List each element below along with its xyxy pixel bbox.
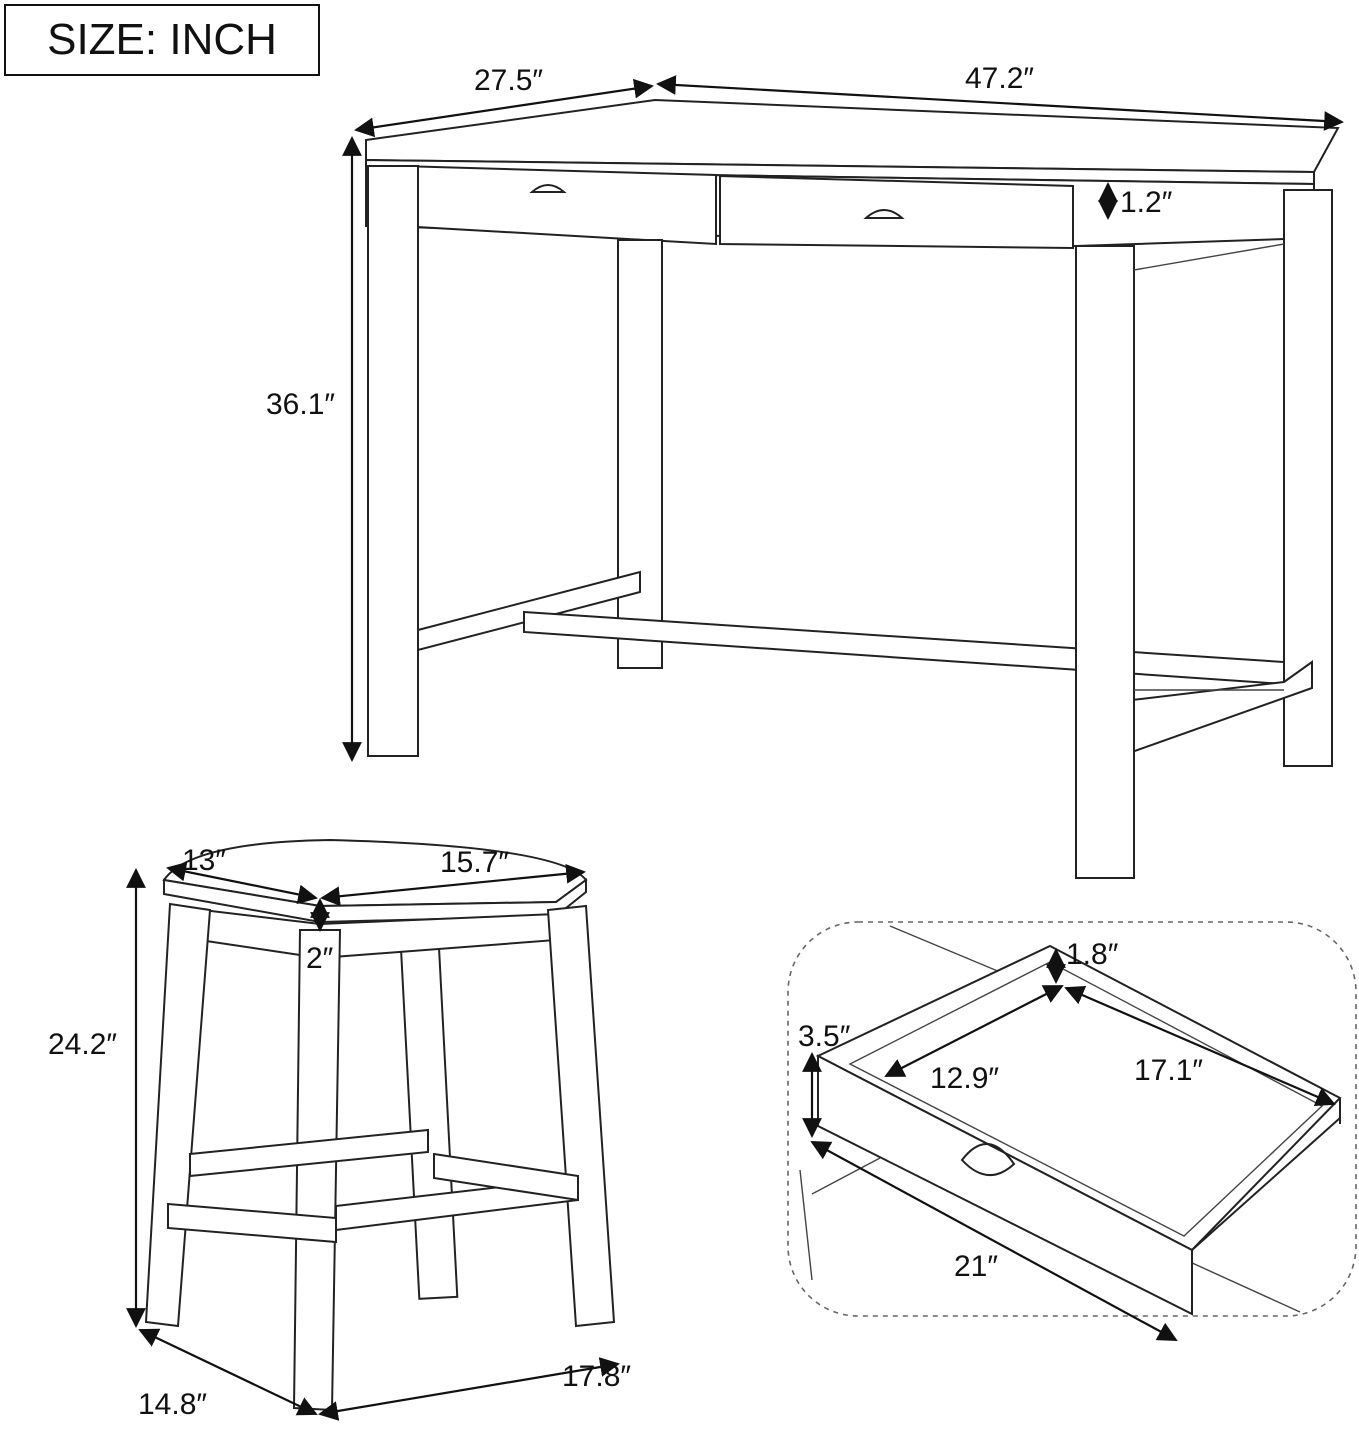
drawer-front-height-label: 3.5″ — [798, 1020, 851, 1053]
table-depth-label: 27.5″ — [474, 64, 543, 97]
drawer-inner-length-label: 17.1″ — [1134, 1054, 1203, 1087]
drawer-depth-label: 1.8″ — [1066, 938, 1119, 971]
stool-seat-width-label: 15.7″ — [440, 846, 509, 879]
table-height-label: 36.1″ — [266, 388, 335, 421]
table-drawing — [365, 98, 1340, 879]
drawer-outer-length-label: 21″ — [954, 1250, 998, 1283]
drawer-inner-width-label: 12.9″ — [930, 1062, 999, 1095]
drawer-detail-drawing — [787, 921, 1357, 1317]
left-drawer — [399, 164, 717, 246]
table-top-thickness-label: 1.2″ — [1120, 186, 1173, 219]
stool-seat-thickness-label: 2″ — [306, 942, 334, 975]
stool-base-width-label: 17.8″ — [562, 1360, 631, 1393]
size-unit-label: SIZE: INCH — [4, 4, 320, 76]
stool-base-depth-label: 14.8″ — [138, 1388, 207, 1421]
table-width-label: 47.2″ — [965, 62, 1034, 95]
stool-height-label: 24.2″ — [48, 1028, 117, 1061]
stool-seat-depth-label: 13″ — [182, 844, 226, 877]
stool-drawing — [144, 838, 616, 1412]
right-drawer — [719, 174, 1074, 250]
